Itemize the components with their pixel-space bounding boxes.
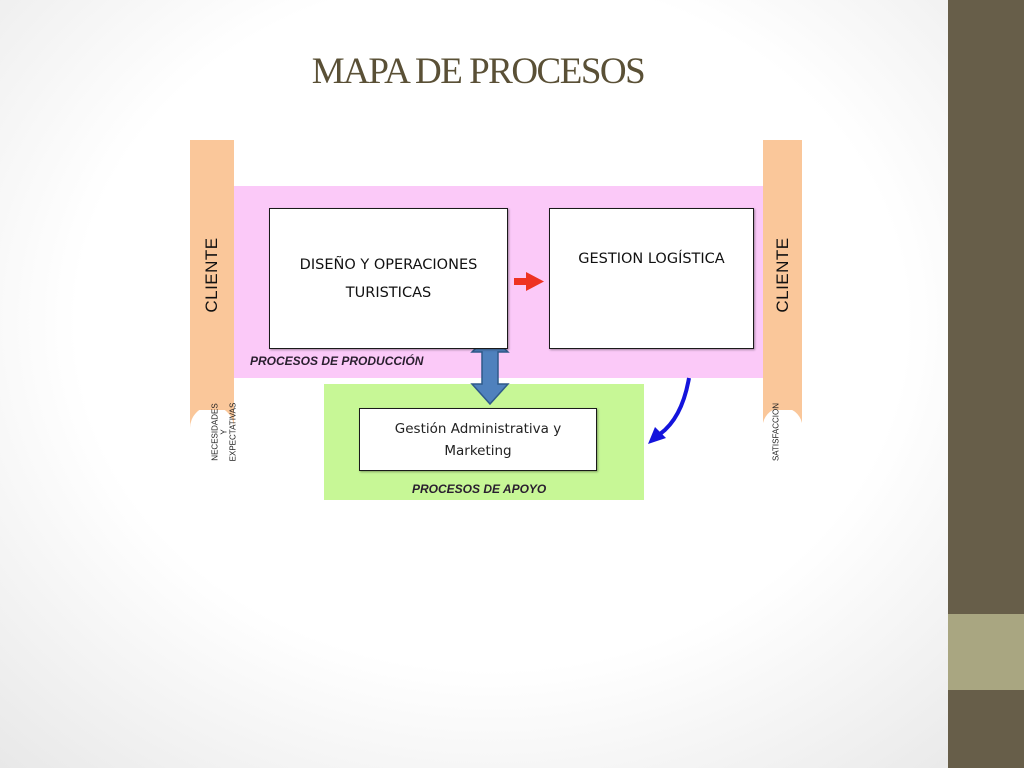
needs-label-line-2: Y: [219, 429, 229, 435]
production-band-label: PROCESOS DE PRODUCCIÓN: [250, 354, 424, 368]
red-flow-arrow: [514, 272, 544, 291]
client-bar-right: CLIENTE: [763, 140, 802, 410]
needs-expectations-label: NECESIDADES Y EXPECTATIVAS: [202, 400, 246, 464]
satisfaction-label: SATISFACCION: [771, 402, 781, 462]
client-bar-left: CLIENTE: [190, 140, 234, 410]
needs-label-line-1: NECESIDADES: [210, 403, 220, 461]
satisfaction-label-wrap: SATISFACCION: [766, 400, 786, 464]
support-process-line-1: Gestión Administrativa y: [394, 420, 562, 437]
process-box-logistics: GESTION LOGÍSTICA: [549, 208, 754, 349]
support-process-line-2: Marketing: [444, 442, 512, 459]
process-1-line-1: DISEÑO Y OPERACIONES: [299, 256, 478, 273]
support-band-label: PROCESOS DE APOYO: [412, 482, 547, 496]
diagram-connectors: [190, 272, 802, 444]
process-map-diagram: CLIENTE CLIENTE NECESIDADES Y EXPECTATIV…: [186, 138, 806, 508]
process-1-line-2: TURISTICAS: [345, 284, 432, 301]
curved-blue-arrow: [648, 377, 691, 444]
process-box-design-operations: DISEÑO Y OPERACIONES TURISTICAS: [269, 208, 508, 349]
slide-title: MAPA DE PROCESOS: [311, 51, 646, 92]
process-box-admin-marketing: Gestión Administrativa y Marketing: [359, 408, 597, 471]
double-arrow: [470, 332, 510, 406]
sidebar-accent-block: [948, 614, 1024, 690]
process-2-label: GESTION LOGÍSTICA: [578, 251, 725, 267]
needs-label-line-3: EXPECTATIVAS: [228, 402, 238, 462]
